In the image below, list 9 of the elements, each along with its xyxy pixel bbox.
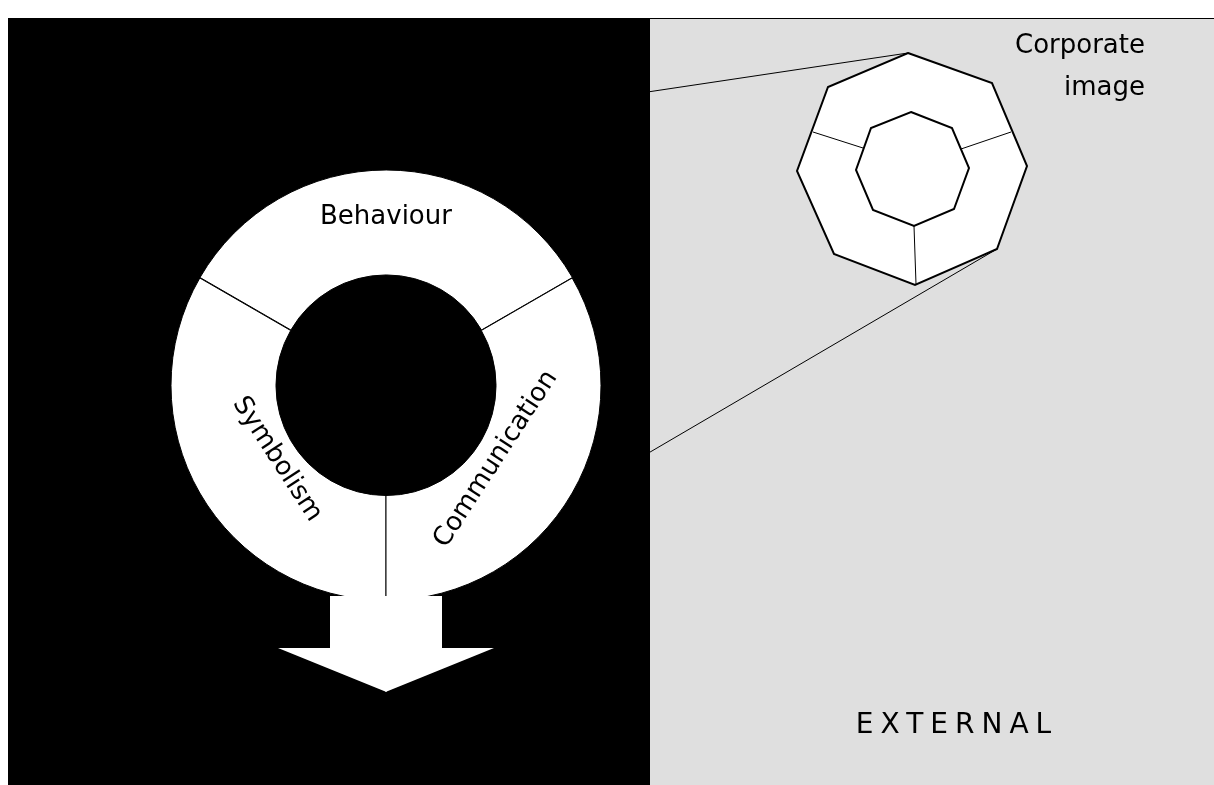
leader-line [649,52,909,93]
shape-caption: Corporate image [1014,28,1145,103]
segment-label: Behaviour [319,198,453,232]
panel-label: EXTERNAL [854,707,1060,740]
block-arrow [278,596,494,692]
external-panel [650,18,1214,785]
ring-segment [199,170,573,330]
internal-panel [8,18,650,785]
leader-line [649,248,998,453]
